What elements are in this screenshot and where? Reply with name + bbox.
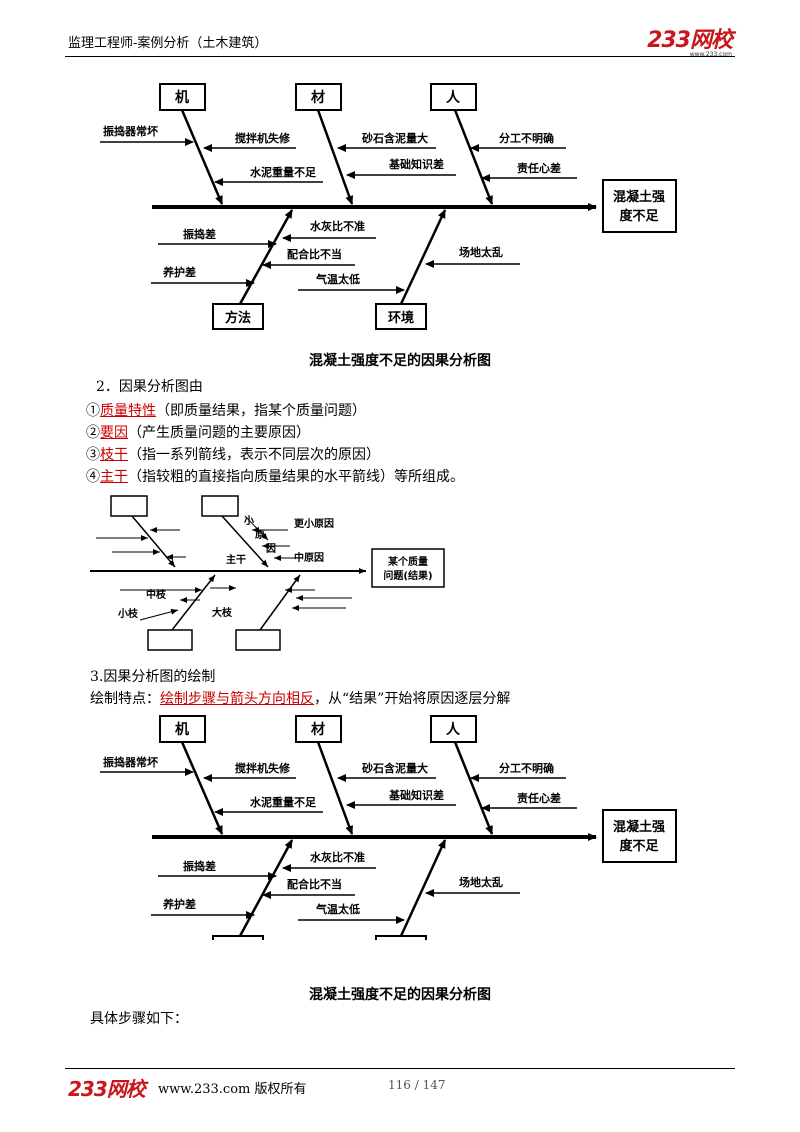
footer-logo[interactable]: 233网校: [68, 1077, 146, 1101]
cause-label: 搅拌机失修: [235, 761, 291, 775]
cause-label: 振捣差: [183, 227, 216, 241]
steps-intro: 具体步骤如下：: [90, 1011, 188, 1027]
page-number: 116 / 147: [388, 1078, 446, 1092]
term-link[interactable]: 枝干: [100, 447, 128, 463]
effect-label: 混凝土强: [613, 189, 665, 205]
label-zhong-zhi: 中枝: [146, 588, 167, 601]
cause-label: 分工不明确: [499, 131, 554, 145]
cause-label: 振捣差: [183, 859, 216, 873]
label-da-zhi: 大枝: [212, 606, 233, 619]
cause-label: 责任心差: [517, 791, 561, 805]
drawing-feature: 绘制特点：绘制步骤与箭头方向相反，从“结果”开始将原因逐层分解: [90, 691, 511, 707]
result-label: 某个质量: [388, 555, 428, 568]
cause-label: 养护差: [162, 897, 196, 911]
list-item: ④主干（指较粗的直接指向质量结果的水平箭线）等所组成。: [86, 469, 464, 485]
cause-label: 砂石含泥量大: [362, 761, 428, 775]
figure-caption-2: 混凝土强度不足的因果分析图: [309, 987, 491, 1003]
cause-label: 水泥重量不足: [250, 795, 317, 809]
cause-label: 水泥重量不足: [250, 165, 317, 179]
figure-caption-1: 混凝土强度不足的因果分析图: [309, 353, 491, 369]
cause-label: 水灰比不准: [310, 219, 365, 233]
cause-label: 配合比不当: [287, 247, 342, 261]
effect-label: 度不足: [619, 838, 659, 854]
list-item: ③枝干（指一系列箭线，表示不同层次的原因）: [86, 447, 380, 463]
cause-label: 气温太低: [315, 272, 360, 286]
effect-label: 度不足: [619, 208, 659, 224]
list-item: ①质量特性（即质量结果，指某个质量问题）: [86, 403, 366, 419]
cause-label: 配合比不当: [287, 877, 342, 891]
term-link[interactable]: 要因: [100, 425, 128, 441]
category-machine: 机: [175, 721, 189, 738]
cause-label: 砂石含泥量大: [362, 131, 428, 145]
document-header-title: 监理工程师-案例分析（土木建筑）: [68, 36, 268, 51]
fishbone-diagram-1: 混凝土强 度不足 机 材 人 方法 环境 振捣器常坏 搅拌机失修 水泥重量不足 …: [0, 60, 800, 350]
fishbone-diagram-2: 混凝土强 度不足 机 材 人 方法 环境 振捣器常坏 搅拌机失修 水泥重量不足 …: [0, 710, 800, 970]
cause-label: 养护差: [162, 265, 196, 279]
structure-diagram: 某个质量 问题(结果) 小 原 因 更小原因 中原因 主干 中枝 小枝 大枝: [0, 490, 800, 660]
category-method: 方法: [225, 310, 251, 326]
cause-label: 振捣器常坏: [103, 124, 158, 138]
section-2-heading: 2．因果分析图由: [96, 379, 203, 395]
cause-label: 分工不明确: [499, 761, 554, 775]
cause-label: 振捣器常坏: [103, 755, 158, 769]
list-item: ②要因（产生质量问题的主要原因）: [86, 425, 310, 441]
footer-copyright[interactable]: www.233.com 版权所有: [158, 1082, 307, 1097]
cause-label: 责任心差: [517, 161, 561, 175]
cause-label: 搅拌机失修: [235, 131, 291, 145]
cause-label: 场地太乱: [459, 245, 503, 259]
label-xiao-zhi: 小枝: [117, 607, 139, 620]
term-link[interactable]: 质量特性: [100, 403, 156, 419]
category-environment: 环境: [388, 310, 414, 326]
cause-label: 基础知识差: [388, 157, 444, 171]
label-yin: 因: [266, 543, 276, 555]
footer-rule: [65, 1068, 735, 1069]
label-zhong-yuan-yin: 中原因: [294, 551, 324, 564]
category-people: 人: [446, 721, 461, 738]
cause-label: 场地太乱: [459, 875, 503, 889]
label-geng-xiao-yuan-yin: 更小原因: [294, 517, 334, 530]
label-yuan: 原: [255, 529, 265, 541]
result-label: 问题(结果): [383, 569, 432, 582]
label-xiao: 小: [243, 514, 254, 527]
cause-label: 水灰比不准: [310, 850, 365, 864]
label-zhu-gan: 主干: [226, 553, 246, 566]
effect-label: 混凝土强: [613, 819, 665, 835]
category-material: 材: [311, 721, 325, 738]
section-3-heading: 3.因果分析图的绘制: [90, 669, 216, 685]
category-people: 人: [446, 89, 461, 106]
term-link[interactable]: 绘制步骤与箭头方向相反: [160, 691, 314, 707]
cause-label: 基础知识差: [388, 788, 444, 802]
category-machine: 机: [175, 89, 189, 106]
term-link[interactable]: 主干: [100, 469, 128, 485]
category-material: 材: [311, 89, 325, 106]
header-rule: [65, 56, 735, 57]
cause-label: 气温太低: [315, 902, 360, 916]
